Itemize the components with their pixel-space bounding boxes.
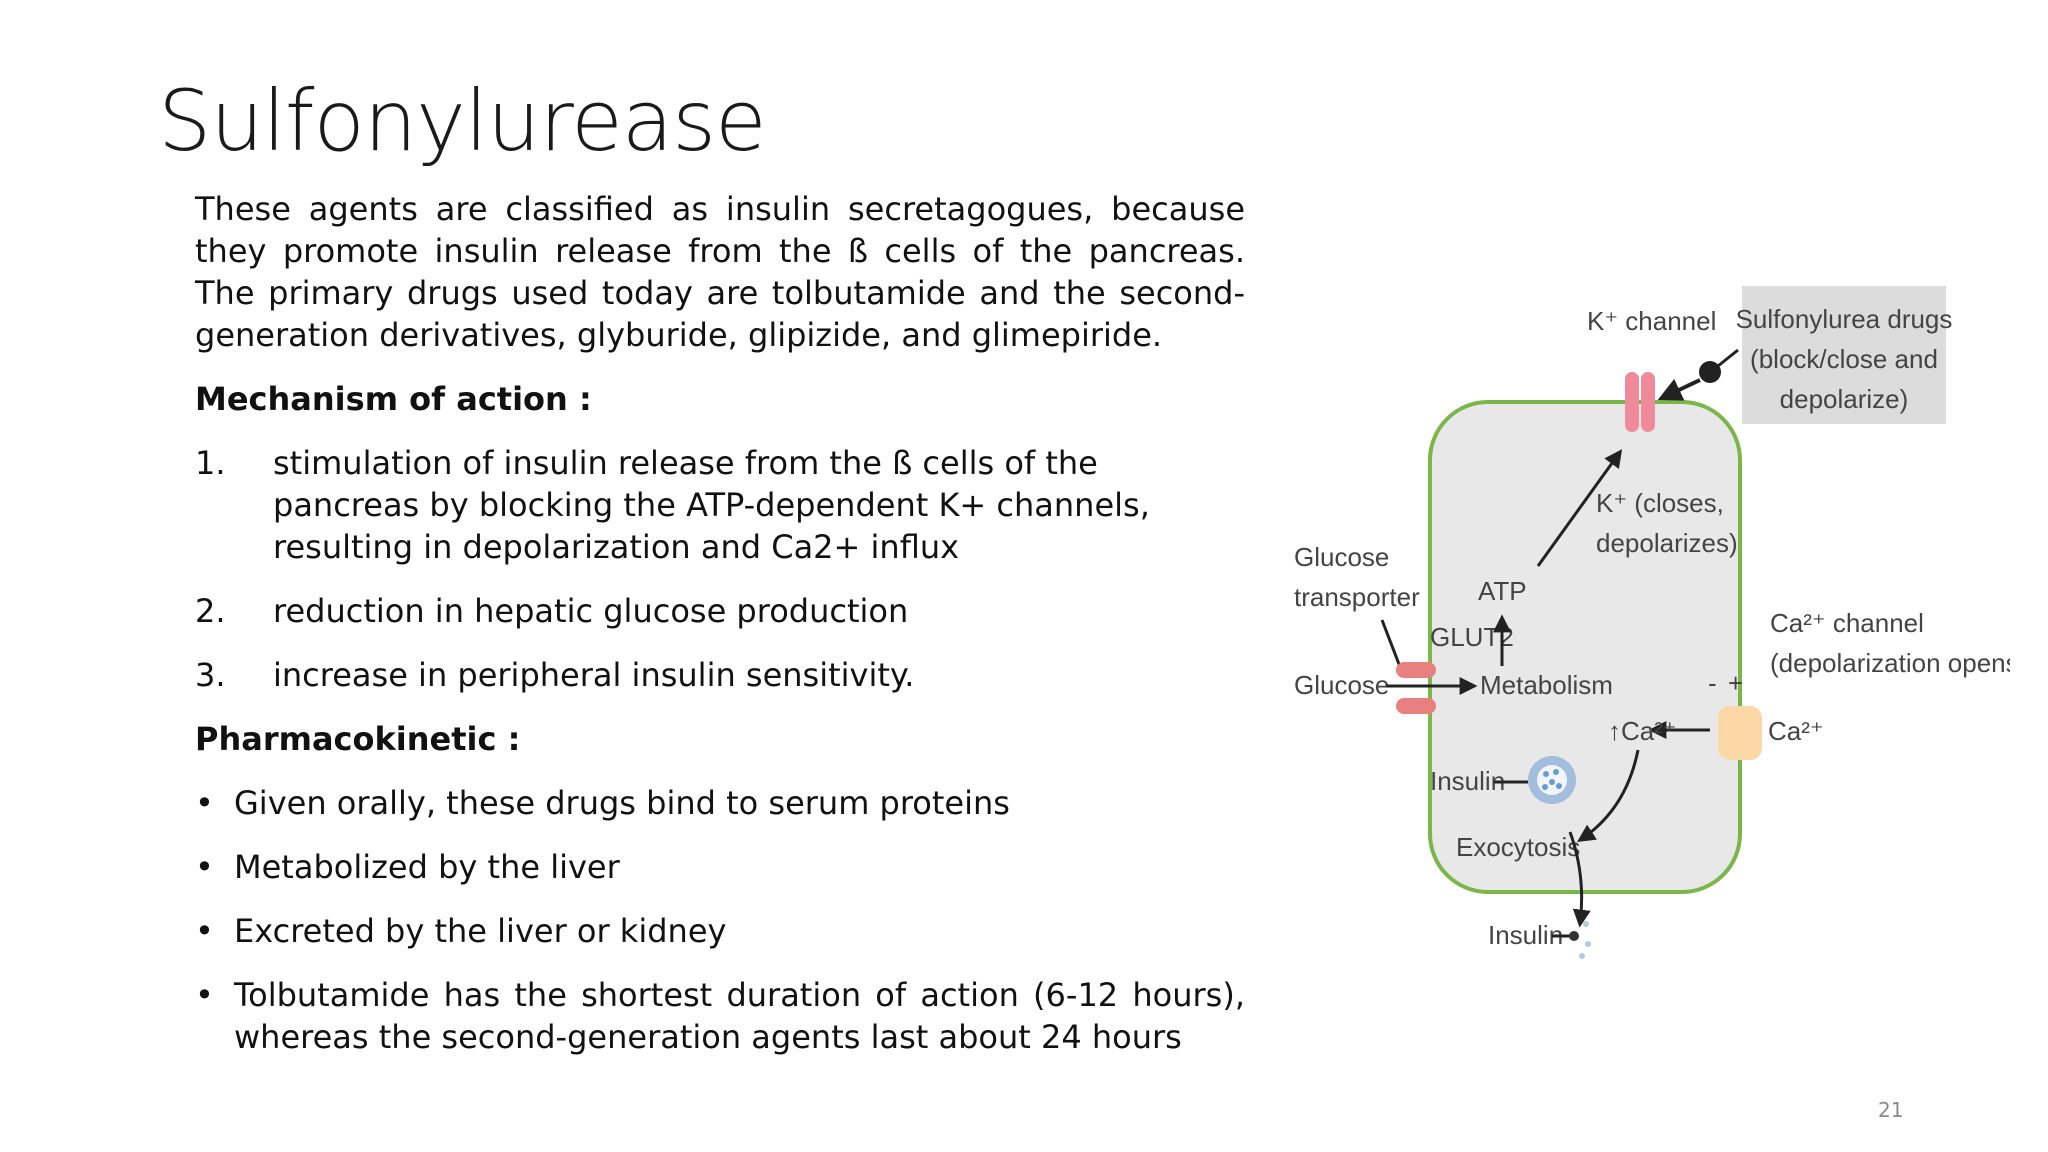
slide-body: These agents are classified as insulin s…	[195, 188, 1245, 1080]
intro-paragraph: These agents are classified as insulin s…	[195, 190, 1245, 354]
drug-box-line: (block/close and	[1750, 344, 1938, 374]
pk-item: • Excreted by the liver or kidney	[195, 910, 1245, 952]
ca-inside-label: ↑Ca²⁺	[1608, 716, 1677, 746]
insulin-inside-label: Insulin	[1430, 766, 1505, 796]
drug-box-line: Sulfonylurea drugs	[1736, 304, 1953, 334]
ca-channel-label: Ca²⁺ channel	[1770, 608, 1924, 638]
insulin-outside-label: Insulin	[1488, 920, 1563, 950]
ca-outside-label: Ca²⁺	[1768, 716, 1824, 746]
k-channel-label: K⁺ channel	[1587, 306, 1716, 336]
ca-channel-icon	[1718, 706, 1762, 760]
atp-label: ATP	[1478, 576, 1527, 606]
pk-item-text: Tolbutamide has the shortest duration of…	[234, 976, 1245, 1056]
exocytosis-label: Exocytosis	[1456, 832, 1580, 862]
pk-item: • Given orally, these drugs bind to seru…	[195, 782, 1245, 824]
bullet-icon: •	[195, 848, 214, 886]
mechanism-item-text: increase in peripheral insulin sensitivi…	[273, 656, 915, 694]
glucose-transporter-icon	[1396, 662, 1436, 714]
bullet-icon: •	[195, 976, 214, 1014]
page-number: 21	[1878, 1098, 1904, 1122]
k-closes-label: depolarizes)	[1596, 528, 1738, 558]
pk-item: • Tolbutamide has the shortest duration …	[195, 974, 1245, 1058]
mechanism-item: 2. reduction in hepatic glucose producti…	[195, 590, 1245, 632]
metabolism-label: Metabolism	[1480, 670, 1613, 700]
list-number: 1.	[195, 444, 226, 482]
drug-blocker-icon	[1699, 361, 1721, 383]
k-channel-icon	[1625, 372, 1655, 432]
exocytosis-arrow	[1568, 831, 1591, 928]
glucose-label: Glucose	[1294, 670, 1389, 700]
beta-cell-diagram: K⁺ channel Sulfonylurea drugs (block/clo…	[1294, 286, 2010, 959]
list-number: 2.	[195, 592, 226, 630]
pk-item-text: Given orally, these drugs bind to serum …	[234, 784, 1010, 822]
bullet-icon: •	[195, 784, 214, 822]
list-number: 3.	[195, 656, 226, 694]
ca-to-exocytosis-arrow	[1576, 749, 1640, 842]
ca-channel-label: (depolarization opens)	[1770, 648, 2010, 678]
cell-membrane	[1428, 400, 1742, 894]
pk-item: • Metabolized by the liver	[195, 846, 1245, 888]
pk-item-text: Metabolized by the liver	[234, 848, 620, 886]
pharmacokinetic-list: • Given orally, these drugs bind to seru…	[195, 782, 1245, 1058]
mechanism-list: 1. stimulation of insulin release from t…	[195, 442, 1245, 696]
atp-to-k-arrow	[1536, 449, 1623, 567]
mechanism-item-text: stimulation of insulin release from the …	[273, 444, 1150, 566]
released-insulin-icon	[1569, 921, 1591, 959]
mechanism-item: 1. stimulation of insulin release from t…	[195, 442, 1245, 568]
glucose-transporter-label: transporter	[1294, 582, 1420, 612]
pharmacokinetic-heading: Pharmacokinetic :	[195, 720, 521, 758]
glucose-transporter-label: Glucose	[1294, 542, 1389, 572]
drug-box-line: depolarize)	[1780, 384, 1909, 414]
membrane-plus-sign: +	[1728, 668, 1743, 698]
mechanism-item: 3. increase in peripheral insulin sensit…	[195, 654, 1245, 696]
bullet-icon: •	[195, 912, 214, 950]
pk-item-text: Excreted by the liver or kidney	[234, 912, 727, 950]
insulin-vesicle-icon	[1528, 756, 1576, 804]
drug-box	[1742, 286, 1946, 424]
membrane-minus-sign: -	[1708, 668, 1717, 698]
slide-title: Sulfonylurease	[158, 72, 767, 170]
k-closes-label: K⁺ (closes,	[1596, 488, 1724, 518]
mechanism-item-text: reduction in hepatic glucose production	[273, 592, 909, 630]
mechanism-heading: Mechanism of action :	[195, 380, 592, 418]
